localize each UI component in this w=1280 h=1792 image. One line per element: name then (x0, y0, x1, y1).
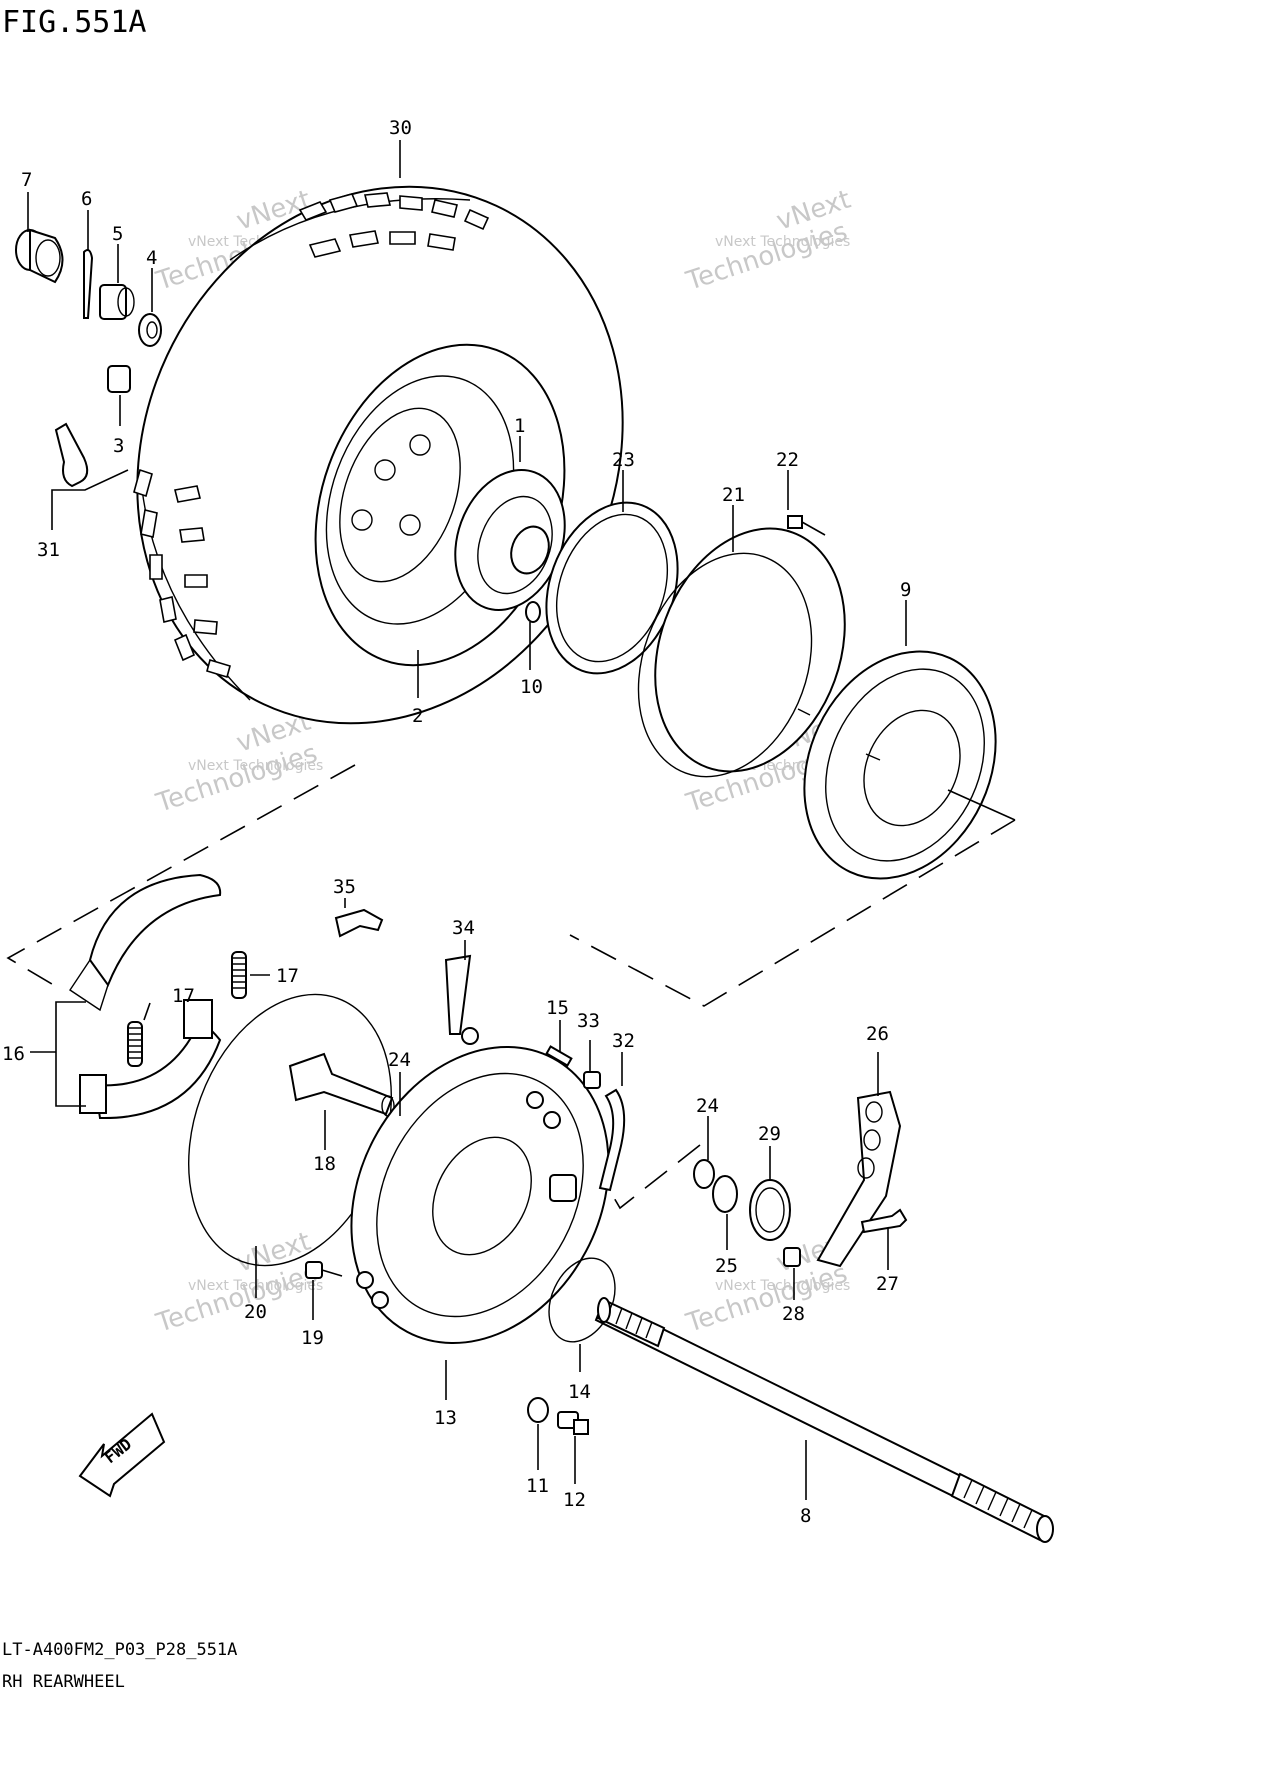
callout-19: 19 (301, 1327, 324, 1349)
drum-cover (637, 527, 846, 778)
callout-10: 10 (520, 676, 543, 698)
arm-nut (783, 1247, 801, 1267)
callout-23: 23 (612, 449, 635, 471)
return-spring-upper (231, 951, 247, 999)
o-ring (525, 601, 541, 623)
dowel-pin (545, 1045, 573, 1067)
callout-12: 12 (563, 1489, 586, 1511)
assembly-link-dashed (6, 764, 1016, 1210)
callout-17-right: 17 (276, 965, 299, 987)
drain-bolt (557, 1411, 589, 1435)
arm-bolt (860, 1208, 908, 1234)
callout-31: 31 (37, 539, 60, 561)
svg-text:vNext Technologies: vNext Technologies (715, 1278, 850, 1294)
callout-14: 14 (568, 1381, 591, 1403)
cotter-pin (83, 249, 94, 319)
callout-8: 8 (800, 1505, 811, 1527)
assembly-link-solid (947, 789, 1016, 821)
wheel-hub (454, 469, 566, 611)
callout-24-left: 24 (388, 1049, 411, 1071)
callout-15: 15 (546, 997, 569, 1019)
callout-13: 13 (434, 1407, 457, 1429)
callout-6: 6 (81, 188, 92, 210)
callout-numbers: 30 7 6 5 4 3 31 1 2 10 23 21 22 9 35 34 … (2, 117, 911, 1527)
svg-text:vNext Technologies: vNext Technologies (188, 758, 323, 774)
svg-text:Technologies: Technologies (152, 739, 321, 819)
brake-shoe-upper (69, 873, 222, 1012)
callout-32: 32 (612, 1030, 635, 1052)
bracket-16 (30, 1001, 86, 1107)
figure-code: LT-A400FM2_P03_P28_551A (2, 1640, 237, 1660)
callout-9: 9 (900, 579, 911, 601)
callout-5: 5 (112, 223, 123, 245)
callout-29: 29 (758, 1123, 781, 1145)
svg-text:Technologies: Technologies (682, 1259, 851, 1339)
return-spring-lower (127, 1021, 143, 1067)
callout-22: 22 (776, 449, 799, 471)
callout-27: 27 (876, 1273, 899, 1295)
washer (138, 313, 162, 347)
watermark-mid-left: vNext Technologies vNext Technologies (152, 707, 323, 819)
o-ring-24-right (693, 1159, 715, 1189)
callout-28: 28 (782, 1303, 805, 1325)
spring-clip (334, 908, 384, 938)
callout-2: 2 (412, 705, 423, 727)
brake-shoe-lower (79, 999, 222, 1120)
callout-34: 34 (452, 917, 475, 939)
figure-name: RH REARWHEEL (2, 1672, 125, 1692)
brake-backing-plate (350, 1046, 610, 1344)
air-valve (54, 422, 89, 488)
callout-4: 4 (146, 247, 157, 269)
callout-17-left: 17 (172, 985, 195, 1007)
watermark-bottom-left: vNext Technologies vNext Technologies (152, 1227, 323, 1339)
brake-rod (444, 954, 479, 1045)
seal-25 (712, 1175, 738, 1213)
callout-18: 18 (313, 1153, 336, 1175)
watermark-top-right: vNext Technologies vNext Technologies (682, 185, 854, 297)
callout-1: 1 (514, 415, 525, 437)
plate-bolt (305, 1261, 343, 1279)
brake-drum (797, 650, 997, 880)
callout-35: 35 (333, 876, 356, 898)
figure-title: FIG.551A (2, 5, 147, 40)
svg-text:Technologies: Technologies (152, 1259, 321, 1339)
torsion-spring (749, 1179, 791, 1241)
hub-cap (15, 228, 64, 284)
callout-3: 3 (113, 435, 124, 457)
screw (787, 515, 826, 536)
brake-cam (288, 1052, 395, 1117)
callout-20: 20 (244, 1301, 267, 1323)
callout-7: 7 (21, 169, 32, 191)
svg-text:vNext Technologies: vNext Technologies (715, 234, 850, 250)
castle-nut (99, 284, 135, 320)
callout-33: 33 (577, 1010, 600, 1032)
rear-axle (594, 1297, 1054, 1543)
wheel-nut (107, 365, 131, 393)
leader-lines-top (27, 140, 907, 698)
callout-30: 30 (389, 117, 412, 139)
svg-text:Technologies: Technologies (682, 217, 851, 297)
callout-16: 16 (2, 1043, 25, 1065)
callout-26: 26 (866, 1023, 889, 1045)
drain-washer (527, 1397, 549, 1423)
hose-clamp (583, 1071, 601, 1089)
callout-21: 21 (722, 484, 745, 506)
breather-hose (598, 1088, 626, 1192)
callout-25: 25 (715, 1255, 738, 1277)
callout-24-right: 24 (696, 1095, 719, 1117)
leader-lines-lower (143, 898, 889, 1500)
callout-11: 11 (526, 1475, 549, 1497)
forward-arrow-icon: FWD (78, 1412, 166, 1498)
